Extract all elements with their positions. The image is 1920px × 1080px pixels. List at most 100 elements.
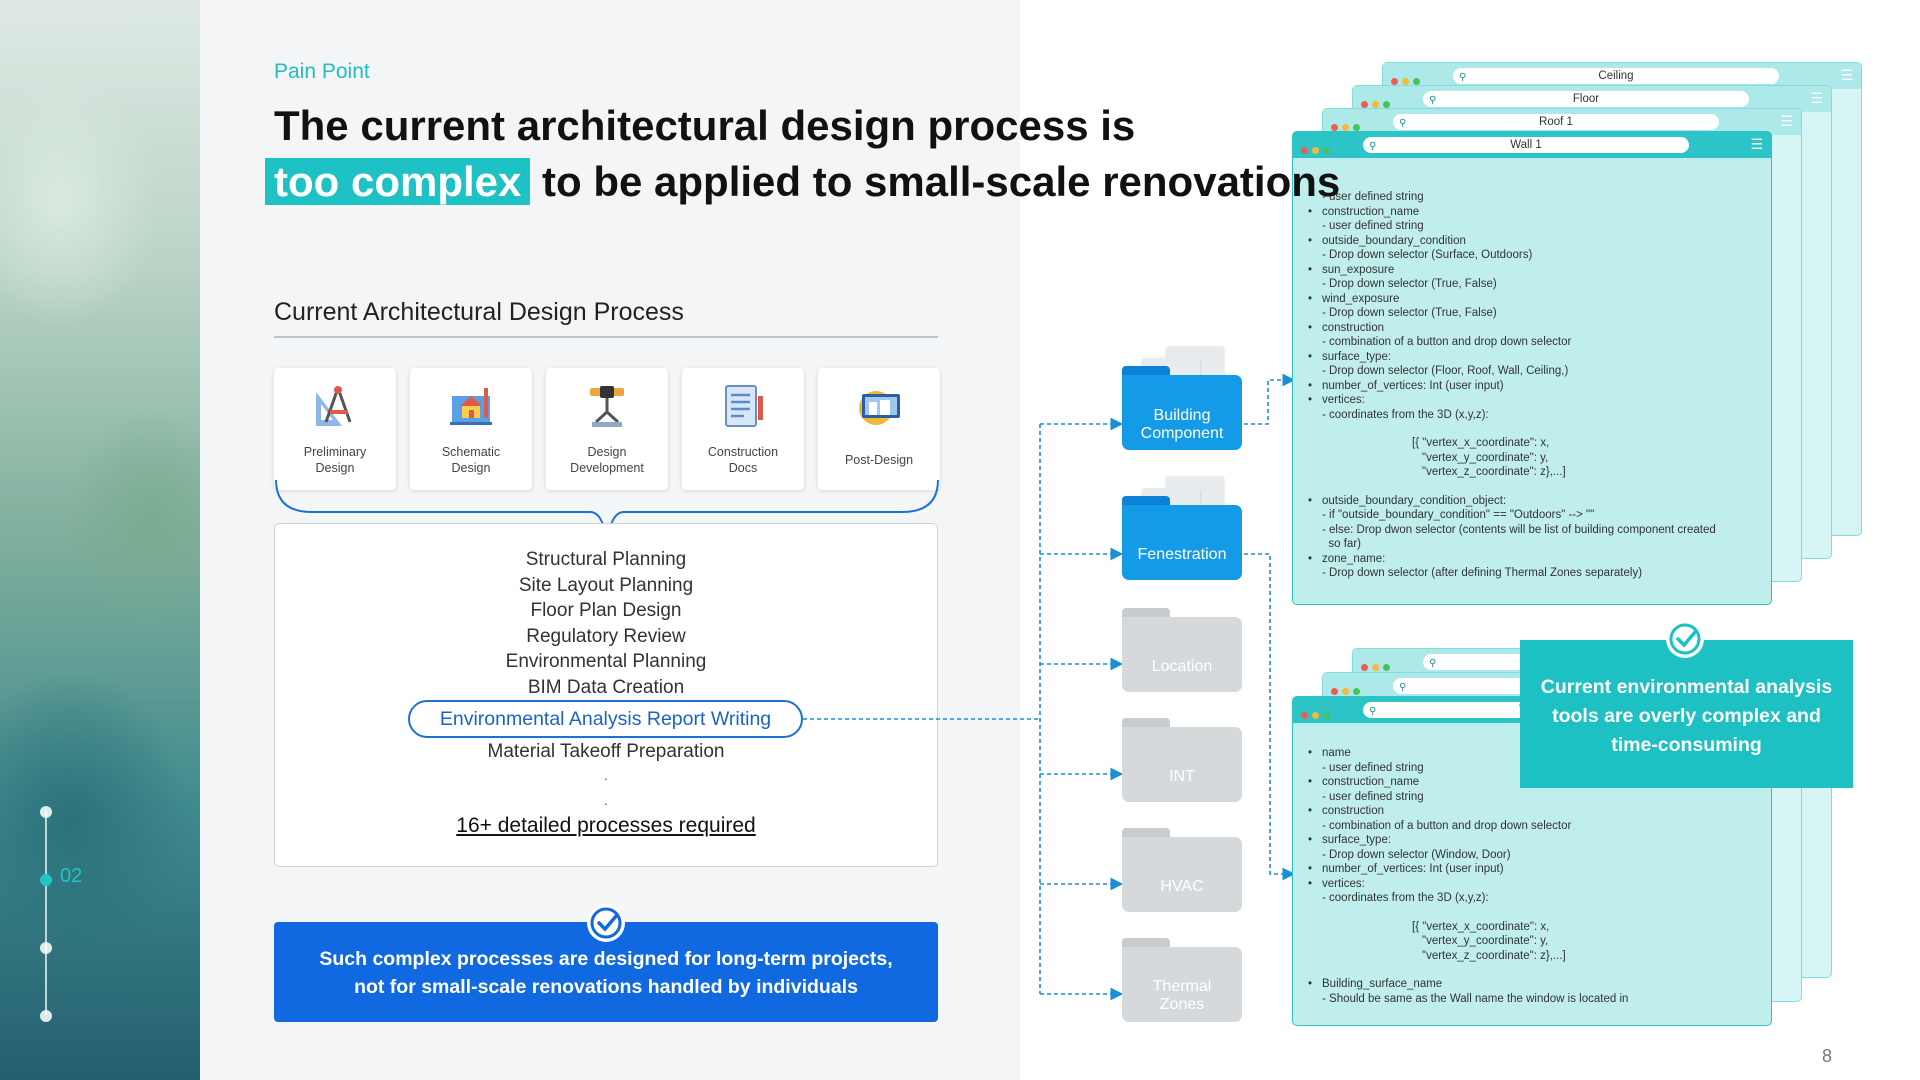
window-titlebar: ⚲Roof 1 ☰ [1323, 109, 1801, 135]
window-controls[interactable] [1331, 682, 1371, 695]
attribute-item: number_of_vertices: Int (user input) [1308, 379, 1716, 394]
attribute-item: outside_boundary_condition [1308, 234, 1716, 249]
window-controls[interactable] [1301, 706, 1341, 719]
window-titlebar: ⚲Wall 1 ☰ [1293, 132, 1771, 158]
folder-thermal-zones[interactable]: Thermal Zones [1122, 938, 1242, 1022]
page-number: 8 [1822, 1046, 1833, 1066]
checkmark-icon [1669, 623, 1701, 655]
process-list-box [274, 523, 938, 867]
step-card-construction-docs[interactable]: Construction Docs [682, 368, 804, 490]
step-card-design-development[interactable]: Design Development [546, 368, 668, 490]
attribute-detail: - user defined string [1322, 220, 1424, 232]
hamburger-menu-icon[interactable]: ☰ [1840, 67, 1853, 83]
folder-body [1122, 617, 1242, 692]
window-title-field[interactable]: ⚲Roof 1 [1393, 114, 1719, 130]
callout-box: Current environmental analysis tools are… [1520, 640, 1853, 788]
attribute-detail: - user defined string [1322, 790, 1424, 803]
window-controls[interactable] [1301, 141, 1341, 154]
attribute-detail: so far) [1322, 538, 1361, 550]
process-item: Structural Planning [525, 549, 687, 570]
headline-highlight: too complex [265, 158, 531, 205]
step-label: Design Development [570, 445, 644, 475]
attribute-item: vertices: [1308, 877, 1628, 892]
window-titlebar: ⚲Ceiling ☰ [1383, 63, 1861, 89]
timeline-dot[interactable] [40, 1010, 52, 1022]
attribute-detail: - coordinates from the 3D (x,y,z): [1322, 408, 1489, 421]
ellipsis-dot: · [603, 795, 609, 811]
folder-body [1122, 375, 1242, 450]
step-card-schematic-design[interactable]: Schematic Design [410, 368, 532, 490]
folder-building-component[interactable]: Building Component [1122, 346, 1242, 450]
folder-body [1122, 727, 1242, 802]
attribute-detail: - else: Drop dwon selector (contents wil… [1322, 523, 1716, 536]
search-icon: ⚲ [1429, 658, 1437, 669]
step-card-preliminary-design[interactable]: Preliminary Design [274, 368, 396, 490]
divider [274, 336, 938, 338]
attribute-item: vertices: [1308, 393, 1716, 408]
folder-label: Building Component [1140, 407, 1224, 442]
attribute-detail: - combination of a button and drop down … [1322, 819, 1572, 832]
process-item: Regulatory Review [526, 626, 686, 647]
window-controls[interactable] [1361, 658, 1401, 671]
step-label: Post-Design [844, 453, 914, 467]
headline-line-1: The current architectural design process… [274, 102, 1136, 149]
window-title-field[interactable]: ⚲Wall 1 [1363, 137, 1689, 153]
attribute-item: name [1308, 746, 1628, 761]
window-controls[interactable] [1391, 72, 1431, 85]
timeline-dot[interactable] [40, 942, 52, 954]
attribute-detail: "vertex_y_coordinate": y, [1422, 451, 1549, 464]
step-card-post-design[interactable]: Post-Design [818, 368, 940, 490]
folder-int[interactable]: INT [1122, 718, 1242, 802]
step-label: Schematic Design [441, 445, 501, 475]
attribute-detail: - Drop down selector (True, False) [1322, 278, 1497, 290]
attribute-item: construction [1308, 321, 1716, 336]
attribute-detail: [{ "vertex_x_coordinate": x, [1412, 437, 1550, 449]
timeline-line [45, 810, 47, 1015]
hamburger-menu-icon[interactable]: ☰ [1810, 90, 1823, 106]
attribute-item: surface_type: [1308, 350, 1716, 365]
timeline-dot[interactable] [40, 806, 52, 818]
folder-label: Thermal Zones [1152, 978, 1212, 1013]
window-controls[interactable] [1361, 95, 1401, 108]
attribute-detail [1308, 480, 1716, 494]
folder-hvac[interactable]: HVAC [1122, 828, 1242, 912]
attribute-detail [1308, 963, 1628, 977]
hamburger-menu-icon[interactable]: ☰ [1750, 136, 1763, 152]
folder-label: Fenestration [1137, 546, 1227, 563]
timeline-dot-active[interactable] [40, 874, 52, 886]
window-title-field[interactable]: ⚲Ceiling [1453, 68, 1779, 84]
fenestration-attributes-list: name- user defined stringconstruction_na… [1308, 746, 1628, 1006]
folder-body [1122, 947, 1242, 1022]
attribute-detail: - combination of a button and drop down … [1322, 336, 1572, 348]
timeline-number: 02 [60, 865, 83, 887]
attribute-item: wind_exposure [1308, 292, 1716, 307]
section-title: Current Architectural Design Process [274, 298, 684, 326]
house-blueprint-icon [450, 388, 492, 425]
folder-location[interactable]: Location [1122, 608, 1242, 692]
search-icon: ⚲ [1369, 706, 1377, 717]
attribute-item: zone_name: [1308, 552, 1716, 567]
processes-summary-link[interactable]: 16+ detailed processes required [456, 814, 756, 837]
headline-line-2: to be applied to small-scale renovations [530, 158, 1341, 205]
attribute-detail: "vertex_y_coordinate": y, [1422, 935, 1549, 947]
search-icon: ⚲ [1429, 95, 1437, 106]
search-icon: ⚲ [1369, 141, 1377, 152]
attribute-item: number_of_vertices: Int (user input) [1308, 862, 1628, 877]
window-controls[interactable] [1331, 118, 1371, 131]
attribute-detail: "vertex_z_coordinate": z},...] [1422, 466, 1566, 478]
highlighted-process-pill[interactable]: Environmental Analysis Report Writing [408, 700, 803, 738]
attribute-detail: - if "outside_boundary_condition" == "Ou… [1322, 509, 1595, 521]
check-badge [587, 904, 625, 942]
window-title: Roof 1 [1539, 116, 1573, 128]
attribute-detail [1308, 422, 1716, 436]
process-item: Environmental Planning [505, 651, 707, 672]
hamburger-menu-icon[interactable]: ☰ [1780, 113, 1793, 129]
folder-body [1122, 505, 1242, 580]
background-photo [0, 0, 200, 1080]
search-icon: ⚲ [1459, 72, 1467, 83]
search-icon: ⚲ [1399, 682, 1407, 693]
attribute-item: construction_name [1308, 205, 1716, 220]
attribute-item: outside_boundary_condition_object: [1308, 494, 1716, 509]
folder-fenestration[interactable]: Fenestration [1122, 476, 1242, 580]
window-title-field[interactable]: ⚲Floor [1423, 91, 1749, 107]
